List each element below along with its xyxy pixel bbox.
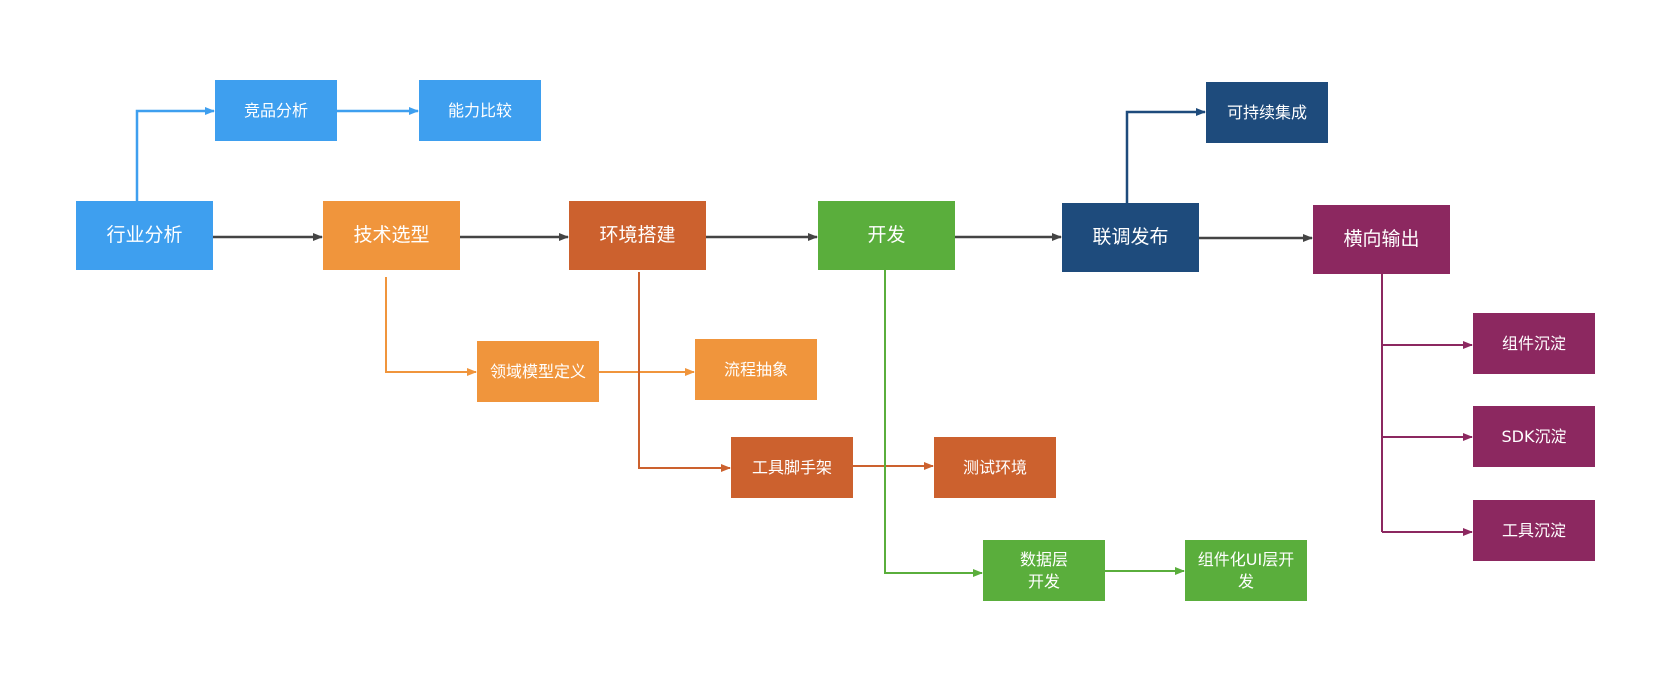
arrow-tech-to-domain (385, 277, 477, 376)
arrow-dev-to-datalayer (884, 270, 983, 577)
node-env-setup: 环境搭建 (569, 201, 706, 270)
arrow-release-to-ci (1125, 108, 1206, 203)
node-component-deposit: 组件沉淀 (1473, 313, 1595, 374)
node-capability-comparison: 能力比较 (419, 80, 541, 141)
node-continuous-integration: 可持续集成 (1206, 82, 1328, 143)
node-industry-analysis: 行业分析 (76, 201, 213, 270)
arrow-industry-to-competitor (135, 107, 215, 201)
node-tool-deposit: 工具沉淀 (1473, 500, 1595, 561)
node-ui-layer: 组件化UI层开 发 (1185, 540, 1307, 601)
node-data-layer: 数据层 开发 (983, 540, 1105, 601)
node-development: 开发 (818, 201, 955, 270)
arrow-env-to-scaffold (638, 272, 731, 472)
node-sdk-deposit: SDK沉淀 (1473, 406, 1595, 467)
node-horizontal-output: 横向输出 (1313, 205, 1450, 274)
node-test-env: 测试环境 (934, 437, 1056, 498)
node-process-abstraction: 流程抽象 (695, 339, 817, 400)
node-competitor-analysis: 竞品分析 (215, 80, 337, 141)
node-tech-selection: 技术选型 (323, 201, 460, 270)
node-tool-scaffold: 工具脚手架 (731, 437, 853, 498)
node-domain-model: 领域模型定义 (477, 341, 599, 402)
node-joint-release: 联调发布 (1062, 203, 1199, 272)
